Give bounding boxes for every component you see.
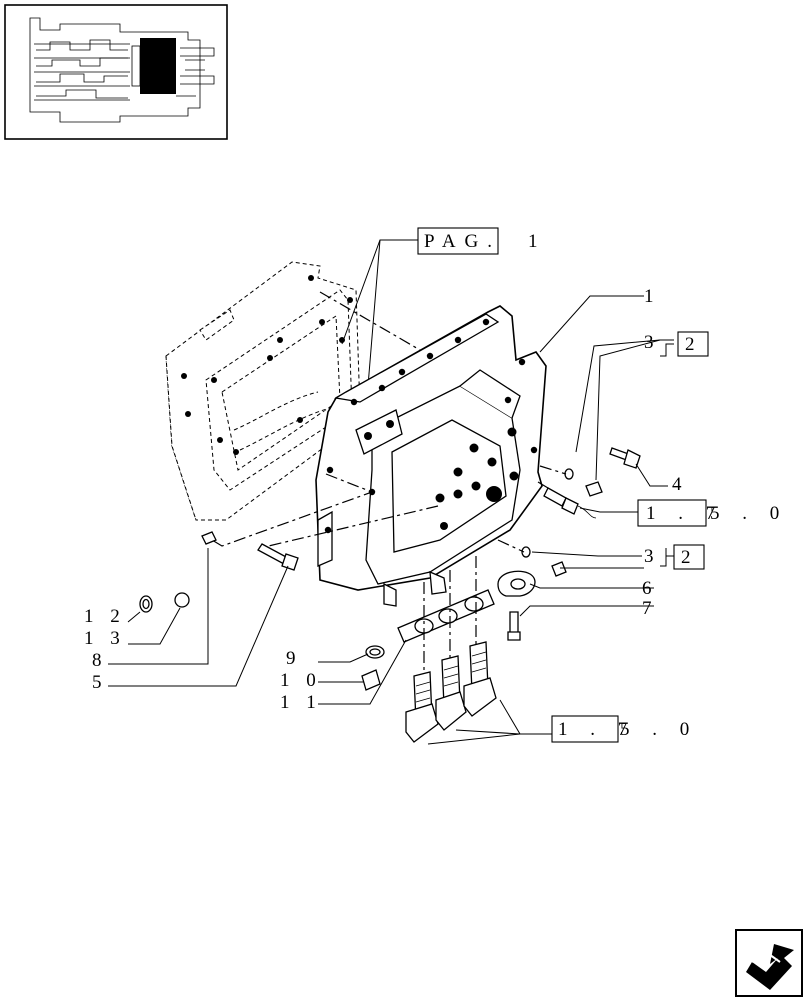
- washer-12: [139, 595, 153, 613]
- ref-box-175-lower: [551, 715, 619, 743]
- callout-6: 6: [642, 578, 658, 599]
- next-page-arrow-icon[interactable]: [735, 929, 803, 997]
- ref-box-2-lower: [673, 544, 705, 570]
- callout-11: 1 1: [280, 692, 322, 713]
- control-valve-body: [315, 305, 547, 607]
- reference-pag-text: PAG.: [424, 231, 501, 252]
- pin-8: [201, 531, 217, 545]
- ref-175-lower-trailing: 5 . 0: [620, 719, 698, 740]
- bolt-4: [609, 447, 641, 469]
- ref-box-2-upper: [677, 331, 709, 357]
- ref-box-175-upper: [637, 499, 707, 527]
- reference-box-pag: [417, 227, 499, 255]
- callout-1: 1: [644, 286, 660, 307]
- plug-lower: [551, 561, 567, 577]
- callout-8: 8: [92, 650, 108, 671]
- ref-2-upper: 2: [685, 334, 701, 355]
- callout-10: 1 0: [280, 670, 322, 691]
- callout-7: 7: [642, 598, 658, 619]
- callout-3-lower: 3: [644, 546, 660, 567]
- callout-13: 1 3: [84, 628, 126, 649]
- gasket-11: [397, 589, 495, 643]
- callout-12: 1 2: [84, 606, 126, 627]
- callout-3-upper: 3: [644, 332, 660, 353]
- ref-175-lower-boxed: 1 . 7: [558, 719, 636, 740]
- transmission-section-thumbnail: [4, 4, 228, 140]
- ref-175-upper-trailing: 5 . 0: [710, 503, 788, 524]
- ball-13: [174, 592, 190, 608]
- seal-9: [365, 645, 385, 659]
- transmission-housing-outline: [165, 261, 361, 521]
- plug-10: [361, 669, 381, 691]
- bolt-7: [507, 611, 521, 641]
- reference-pag-number: 1: [528, 231, 544, 252]
- callout-5: 5: [92, 672, 108, 693]
- temperature-sensor: [537, 481, 597, 519]
- o-ring-3-lower: [521, 546, 531, 558]
- ref-175-upper-boxed: 1 . 7: [646, 503, 724, 524]
- solenoid-valves: [405, 641, 497, 743]
- callout-9: 9: [286, 648, 302, 669]
- gasket-6: [497, 570, 536, 597]
- plug-upper: [585, 481, 603, 497]
- callout-4: 4: [672, 474, 688, 495]
- ref-2-lower: 2: [681, 547, 697, 568]
- bolt-5: [257, 543, 299, 571]
- o-ring-3-upper: [564, 468, 574, 480]
